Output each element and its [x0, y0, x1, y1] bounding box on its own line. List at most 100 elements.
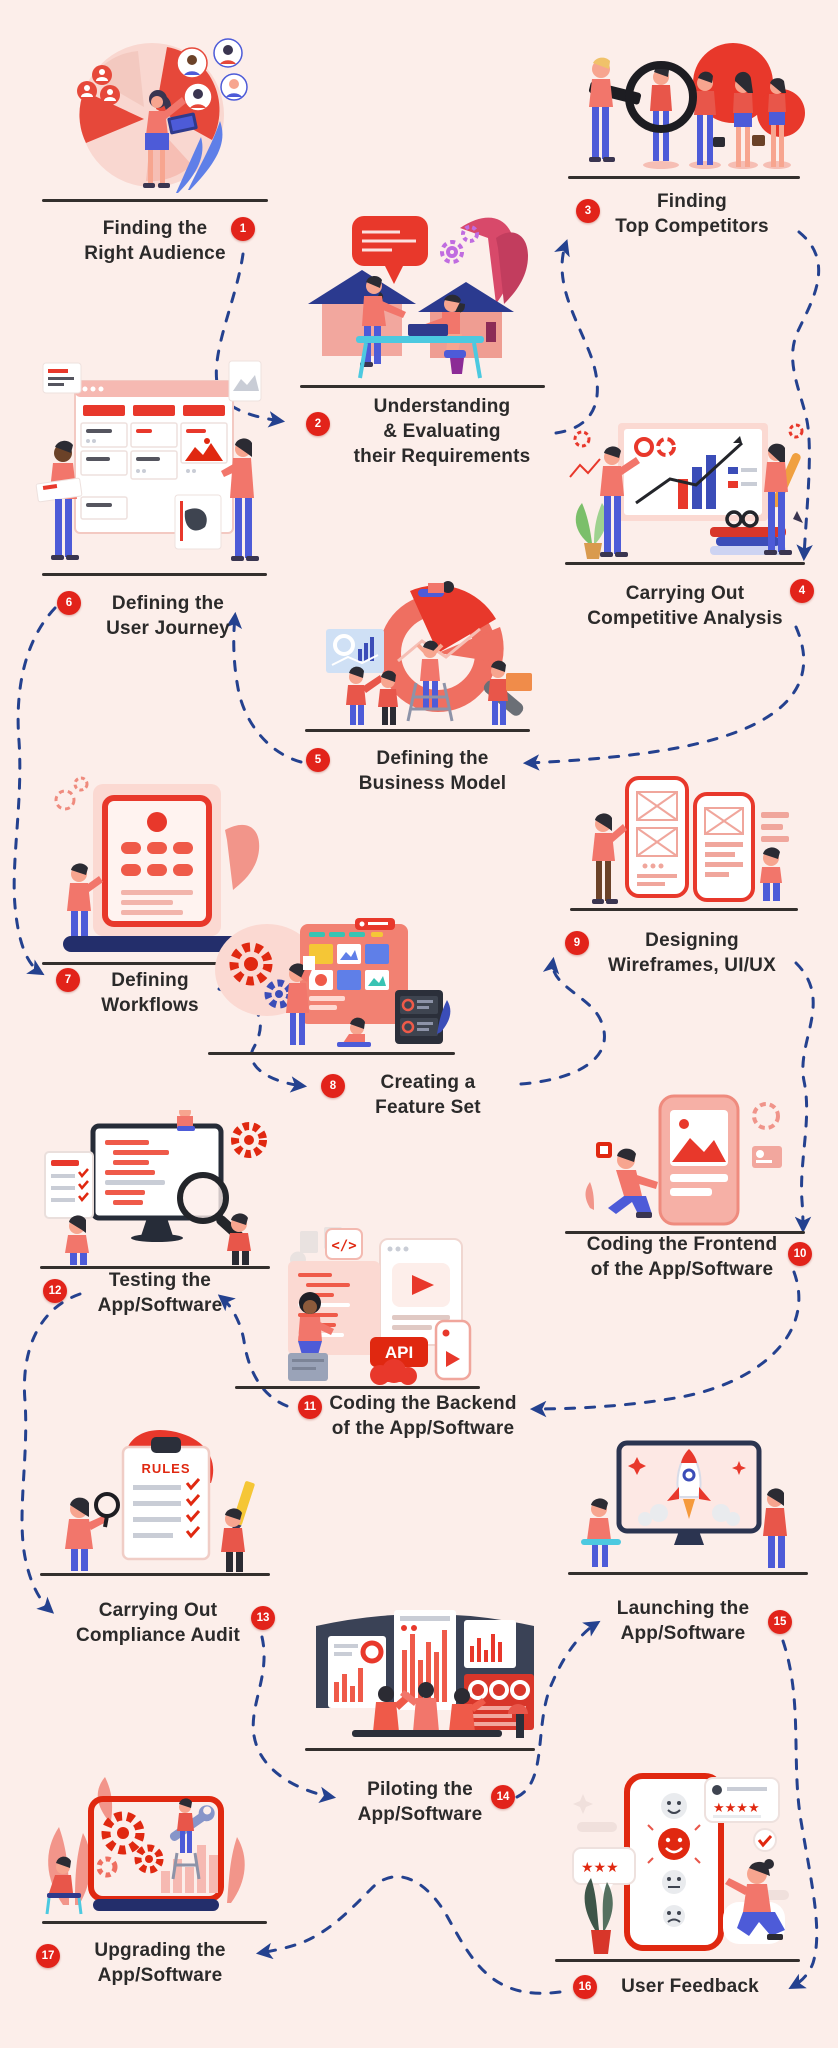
step-1-badge: 1 [231, 217, 255, 241]
check-circle [753, 1828, 777, 1852]
dashboard-left [328, 1636, 386, 1708]
worker-right [221, 438, 259, 561]
speech-bubble-icon [352, 216, 428, 284]
step-10-illustration [585, 1094, 782, 1226]
step-11-illustration: </> API [288, 1227, 472, 1385]
checklist-page [44, 1151, 94, 1219]
ground-line-6 [42, 573, 267, 576]
step-12-label: Testing the App/Software [97, 1270, 223, 1316]
step-3-badge: 3 [576, 199, 600, 223]
ground-line-12 [40, 1266, 270, 1269]
connector-8-9 [519, 956, 606, 1086]
step-15-badge: 15 [768, 1610, 792, 1634]
step-16-badge: 16 [573, 1975, 597, 1999]
step-16-illustration: ★★★★ ★★★ [572, 1773, 789, 1954]
step-3-illustration [588, 43, 805, 169]
step-15-label: Launching the App/Software [616, 1598, 750, 1644]
audience-avatars [77, 38, 248, 112]
speech-chip [355, 918, 395, 930]
gears [96, 1811, 164, 1878]
worker-left [35, 440, 83, 560]
designer-left [592, 813, 627, 904]
step-2-badge: 2 [306, 412, 330, 436]
step-1-illustration [77, 38, 248, 193]
step-7-illustration [54, 776, 260, 952]
step-5-label: Defining the Business Model [358, 748, 507, 794]
svg-text:</>: </> [331, 1238, 356, 1254]
feedback-woman [723, 1859, 785, 1944]
ground-line-16 [555, 1959, 800, 1962]
api-badge: API [370, 1337, 428, 1367]
books-stack [710, 510, 786, 555]
step-4-label: Carrying Out Competitive Analysis [587, 583, 783, 629]
step-3-label: Finding Top Competitors [615, 191, 769, 237]
wireframe-phone-1 [625, 776, 689, 898]
step-1-label: Finding the Right Audience [84, 218, 226, 264]
figure-left-2 [378, 670, 398, 725]
step-12-badge: 12 [43, 1279, 67, 1303]
auditor-right [221, 1508, 245, 1572]
plant [575, 503, 607, 559]
step-9-badge: 9 [565, 931, 589, 955]
ground-line-9 [570, 908, 798, 911]
tester-right [227, 1213, 251, 1265]
step-7-label: Defining Workflows [101, 970, 199, 1016]
step-7-badge: 7 [56, 968, 80, 992]
step-4-illustration [569, 423, 804, 559]
play-button-icon [412, 1275, 434, 1295]
gear-red-icon [229, 942, 273, 986]
server-rack-icon [395, 990, 443, 1044]
figure-right-box [488, 660, 532, 725]
step-13-illustration: RULES [65, 1429, 255, 1572]
magnifier-ring-icon [625, 61, 697, 133]
step-12-illustration [44, 1110, 267, 1265]
svg-text:RULES: RULES [141, 1461, 190, 1476]
step-16-label: User Feedback [621, 1976, 759, 1997]
connector-4-5 [522, 625, 806, 771]
frontend-screen [670, 1110, 728, 1196]
launcher-left [581, 1498, 621, 1567]
step-15-illustration [581, 1440, 787, 1568]
figure-on-donut [418, 581, 454, 597]
step-9-illustration [592, 776, 789, 904]
workflow-person [67, 863, 103, 939]
dashboard-right [464, 1620, 534, 1730]
dashboard-center [394, 1610, 456, 1710]
ground-line-5 [305, 729, 530, 732]
analyst-left [600, 446, 640, 557]
ground-line-15 [568, 1572, 808, 1575]
analyst-right [764, 443, 803, 555]
step-10-badge: 10 [788, 1242, 812, 1266]
step-6-badge: 6 [57, 591, 81, 615]
step-14-illustration [316, 1610, 534, 1738]
plant [584, 1878, 613, 1954]
analysis-chart [634, 436, 757, 509]
step-5-badge: 5 [306, 748, 330, 772]
svg-text:★★★: ★★★ [581, 1860, 619, 1876]
backend-dev [288, 1292, 334, 1381]
emoji-column [647, 1793, 701, 1927]
step-8-illustration [215, 918, 451, 1047]
growth-bars [161, 1845, 218, 1893]
designer-right [760, 847, 782, 901]
step-5-illustration [326, 581, 532, 725]
step-17-illustration [45, 1777, 245, 1915]
step-4-badge: 4 [790, 579, 814, 603]
auditor-left [65, 1492, 120, 1571]
step-13-badge: 13 [251, 1606, 275, 1630]
person-with-laptop [143, 90, 223, 193]
step-2-label: Understanding & Evaluating their Require… [353, 396, 531, 467]
ground-line-14 [305, 1748, 535, 1751]
step-17-badge: 17 [36, 1944, 60, 1968]
svg-text:API: API [385, 1343, 413, 1362]
connector-16-17 [255, 1875, 562, 1995]
ground-line-17 [42, 1921, 267, 1924]
gear-icon [231, 1122, 267, 1158]
feature-tiles [309, 932, 389, 1010]
wireframe-phone-2 [693, 792, 755, 902]
review-bubble-top: ★★★★ [704, 1777, 780, 1823]
step-11-label: Coding the Backend of the App/Software [329, 1393, 517, 1439]
launcher-right [763, 1488, 787, 1568]
step-8-label: Creating a Feature Set [375, 1072, 481, 1118]
